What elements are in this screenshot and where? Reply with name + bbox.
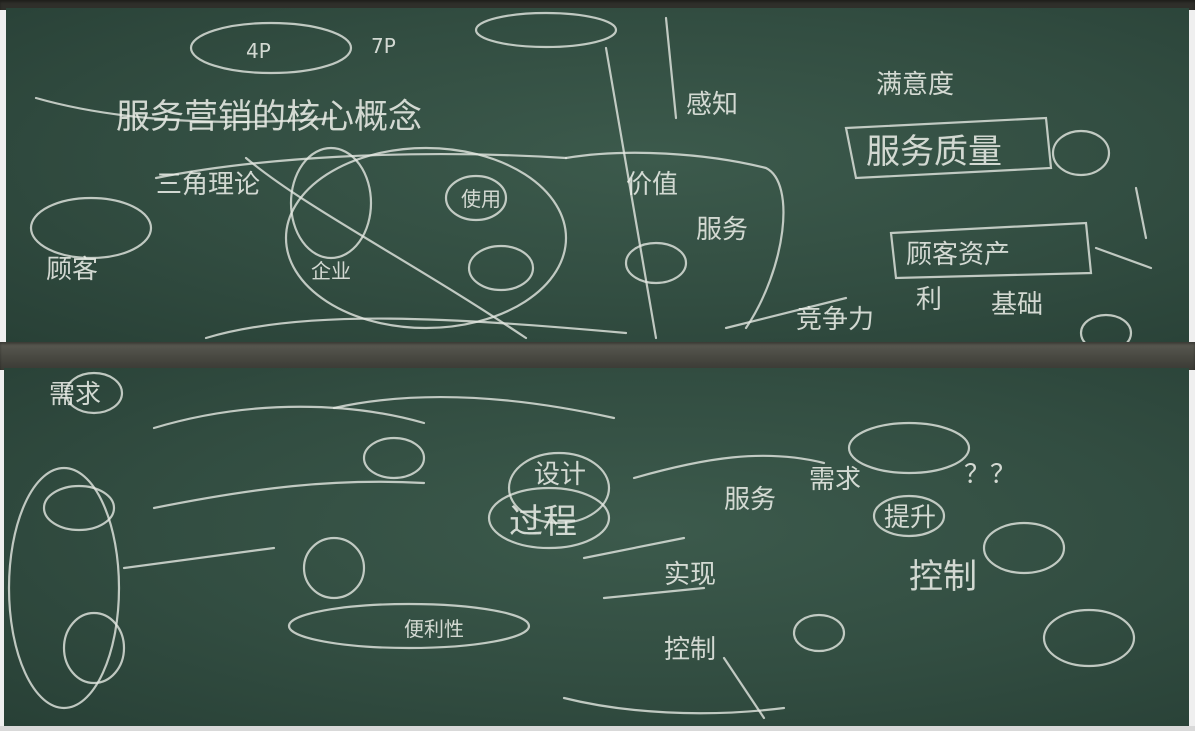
- chalk-text: 服务: [696, 215, 748, 245]
- chalk-text: 控制: [909, 557, 977, 597]
- bottom-board-text: 过程 设计 提升 控制 需求 实现 便利性 服务 需求 控制 ？？: [49, 380, 1016, 665]
- chalk-text: 满意度: [876, 70, 954, 100]
- chalk-text: 4P: [246, 39, 271, 63]
- chalk-text: 7P: [371, 34, 396, 58]
- middle-frame: [0, 342, 1195, 370]
- bottom-frame: [0, 726, 1195, 731]
- top-board-scribbles: [29, 11, 1153, 344]
- top-frame: [0, 0, 1195, 10]
- chalk-text: 顾客: [46, 255, 98, 285]
- chalk-text: 服务质量: [866, 132, 1002, 172]
- chalk-text: ？？: [964, 460, 1016, 490]
- bottom-board-writing: 过程 设计 提升 控制 需求 实现 便利性 服务 需求 控制 ？？: [7, 371, 1136, 720]
- chalk-text: 提升: [884, 503, 936, 533]
- top-board-text: 服务营销的核心概念 服务质量 顾客资产 三角理论 竞争力 利 基础 满意度 感知…: [46, 34, 1043, 335]
- chalk-text: 过程: [509, 502, 577, 542]
- chalk-text: 便利性: [404, 617, 464, 641]
- chalk-text: 价值: [626, 170, 678, 200]
- chalk-text: 实现: [664, 560, 716, 590]
- chalk-text: 竞争力: [796, 305, 874, 335]
- chalk-text: 利: [916, 285, 942, 315]
- top-blackboard: 服务营销的核心概念 服务质量 顾客资产 三角理论 竞争力 利 基础 满意度 感知…: [6, 8, 1189, 344]
- chalk-text: 服务: [724, 485, 776, 515]
- chalk-text: 控制: [664, 635, 716, 665]
- bottom-blackboard: 过程 设计 提升 控制 需求 实现 便利性 服务 需求 控制 ？？: [4, 368, 1189, 726]
- chalk-text: 需求: [809, 465, 861, 495]
- chalk-text: 基础: [991, 290, 1043, 320]
- chalk-text: 服务营销的核心概念: [116, 97, 422, 137]
- chalk-text: 感知: [686, 90, 738, 120]
- chalk-text: 顾客资产: [906, 240, 1010, 270]
- chalk-text: 使用: [461, 187, 501, 211]
- chalk-text: 设计: [534, 460, 586, 490]
- chalk-text: 三角理论: [156, 170, 260, 200]
- chalk-text: 企业: [311, 259, 351, 283]
- chalk-text: 需求: [49, 380, 101, 410]
- top-board-writing: 服务营销的核心概念 服务质量 顾客资产 三角理论 竞争力 利 基础 满意度 感知…: [29, 11, 1153, 344]
- bottom-board-scribbles: [7, 371, 1136, 720]
